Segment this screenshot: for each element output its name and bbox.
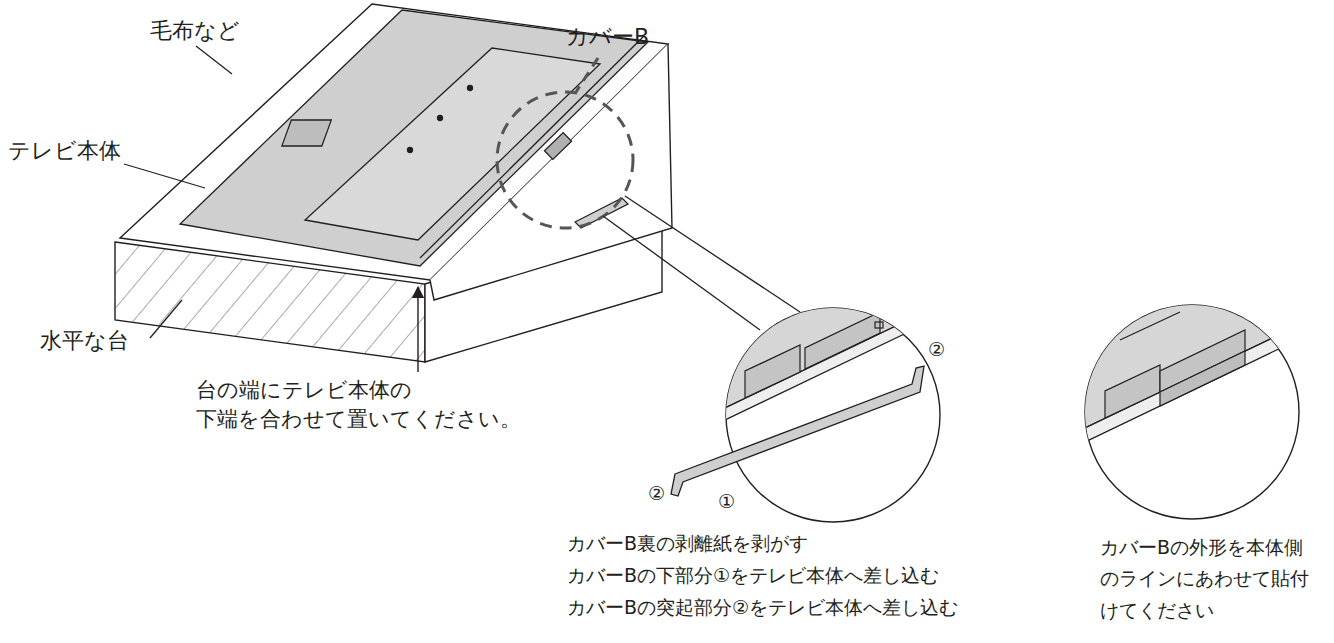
leader-line	[124, 164, 205, 188]
tv-detail	[875, 322, 883, 328]
tv-slot	[1105, 365, 1160, 418]
cover-b-piece	[575, 198, 628, 228]
tv-back-cover	[305, 48, 600, 240]
tv-slot	[805, 312, 880, 369]
step-text: カバーBの下部分①をテレビ本体へ差し込む	[567, 564, 939, 587]
leader-line	[576, 58, 598, 92]
screw-hole	[408, 148, 413, 153]
part-label: 毛布など	[150, 18, 240, 44]
cover-slot	[544, 133, 571, 160]
callout-number: ②	[648, 482, 665, 505]
callout-number: ②	[928, 338, 945, 361]
leader-line	[196, 46, 232, 74]
tv-edge	[1060, 320, 1310, 454]
tv-panel	[1060, 280, 1310, 440]
tv-slot	[745, 345, 800, 398]
part-label: テレビ本体	[8, 138, 121, 164]
screw-hole	[468, 86, 473, 91]
blanket	[120, 4, 672, 300]
tv-detail	[760, 292, 820, 320]
zoom-circle-after	[1060, 280, 1310, 519]
cover-b-installed	[1160, 351, 1245, 406]
zoom-line	[625, 196, 800, 312]
callout-number: ①	[718, 490, 735, 513]
instruction-text: 台の端にテレビ本体の 下端を合わせて置いてください。	[196, 376, 521, 435]
leader-line	[150, 300, 182, 338]
tv-detail	[282, 120, 331, 146]
callout-circle	[497, 92, 633, 228]
part-label: 水平な台	[40, 328, 129, 354]
screw-hole	[438, 116, 443, 121]
note-text: カバーBの外形を本体側 のラインにあわせて貼付 けてください	[1100, 532, 1309, 626]
tv-detail	[1120, 312, 1180, 340]
step-text: カバーBの突起部分②をテレビ本体へ差し込む	[567, 596, 958, 619]
tv-edge	[700, 300, 950, 432]
zoom-circle-before	[671, 250, 950, 522]
cover-b-piece	[671, 366, 924, 496]
zoom-content	[1060, 280, 1310, 454]
zoom-content	[700, 250, 950, 432]
part-label: カバーB	[566, 24, 649, 50]
tv-edge	[420, 36, 644, 258]
step-text: カバーB裏の剥離紙を剥がす	[567, 532, 808, 555]
alignment-arrow	[417, 292, 418, 372]
